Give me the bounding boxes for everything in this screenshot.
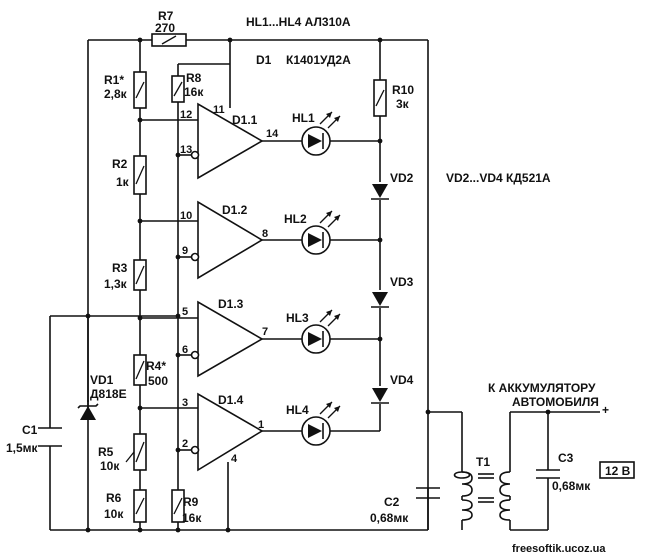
opamp-d1-2-ref: D1.2	[222, 203, 248, 217]
led-hl3: HL3	[286, 309, 341, 354]
pin-13: 13	[180, 144, 192, 156]
diode-vd3: VD3	[371, 275, 414, 308]
battery-polarity: +	[602, 403, 609, 417]
resistor-r8: R8 16к	[171, 71, 204, 103]
r9-ref: R9	[183, 495, 199, 509]
c1-ref: C1	[22, 423, 38, 437]
led-hl1: HL1	[292, 111, 341, 156]
r10-ref: R10	[392, 83, 414, 97]
vd4-ref: VD4	[390, 373, 414, 387]
diode-spec-label: VD2...VD4 КД521А	[446, 171, 551, 185]
opamp-d1-1-ref: D1.1	[232, 113, 258, 127]
hl3-ref: HL3	[286, 311, 309, 325]
transformer-t1: T1	[453, 455, 511, 521]
opamp-d1-3: D1.3 5 6 7	[182, 297, 268, 378]
r3-value: 1,3к	[104, 277, 128, 291]
pin-11: 11	[213, 104, 225, 116]
c3-value: 0,68мк	[552, 479, 591, 493]
vd3-ref: VD3	[390, 275, 414, 289]
r4-value: 500	[148, 374, 168, 388]
capacitor-c1: C1 1,5мк	[6, 423, 62, 455]
opamp-d1-3-ref: D1.3	[218, 297, 244, 311]
r8-ref: R8	[186, 71, 202, 85]
pin-5: 5	[182, 306, 188, 318]
r10-value: 3к	[396, 97, 410, 111]
r8-value: 16к	[184, 85, 204, 99]
pin-6: 6	[182, 344, 188, 356]
r6-value: 10к	[104, 507, 124, 521]
resistor-r6: R6 10к	[104, 489, 147, 523]
resistor-r10: R10 3к	[373, 79, 414, 117]
zener-vd1: VD1 Д818Е	[77, 316, 127, 420]
watermark: freesoftik.ucoz.ua	[512, 543, 606, 555]
battery-line2: АВТОМОБИЛЯ	[512, 395, 599, 409]
vd1-value: Д818Е	[90, 387, 127, 401]
vd1-ref: VD1	[90, 373, 114, 387]
junction-dots	[85, 37, 551, 533]
c1-value: 1,5мк	[6, 441, 39, 455]
resistor-r5: R5 10к	[98, 433, 147, 473]
r7-value: 270	[155, 21, 175, 35]
opamp-d1-4: D1.4 3 2 1 4	[182, 392, 264, 472]
r6-ref: R6	[106, 491, 122, 505]
pin-4: 4	[231, 453, 238, 465]
voltage-badge: 12 В	[599, 461, 635, 479]
pin-3: 3	[182, 397, 188, 409]
hl4-ref: HL4	[286, 403, 309, 417]
hl1-ref: HL1	[292, 111, 315, 125]
pin-1: 1	[258, 419, 264, 431]
pin-9: 9	[182, 245, 188, 257]
battery-line1: К АККУМУЛЯТОРУ	[488, 381, 596, 395]
capacitor-c3: C3 0,68мк	[536, 451, 591, 493]
voltage-badge-text: 12 В	[605, 464, 631, 478]
resistor-r3: R3 1,3к	[104, 259, 147, 291]
pin-2: 2	[182, 438, 188, 450]
opamp-d1-1: D1.1 12 13 14 11	[180, 102, 279, 180]
r1-value: 2,8к	[104, 87, 128, 101]
r7-ref: R7	[158, 9, 174, 23]
r5-ref: R5	[98, 445, 114, 459]
diode-vd4: VD4	[371, 373, 414, 404]
led-spec-label: HL1...HL4 АЛ310А	[246, 15, 351, 29]
pin-10: 10	[180, 210, 192, 222]
ic-spec-type: К1401УД2А	[286, 53, 351, 67]
pin-8: 8	[262, 228, 268, 240]
resistor-r9: R9 16к	[171, 489, 202, 525]
r9-value: 16к	[182, 511, 202, 525]
resistor-r2: R2 1к	[112, 155, 147, 195]
t1-ref: T1	[476, 455, 490, 469]
r5-value: 10к	[100, 459, 120, 473]
opamp-d1-4-ref: D1.4	[218, 393, 244, 407]
diode-vd2: VD2	[371, 171, 414, 200]
hl2-ref: HL2	[284, 212, 307, 226]
opamp-d1-2: D1.2 10 9 8	[180, 200, 268, 280]
ic-spec-ref: D1	[256, 53, 272, 67]
led-hl4: HL4	[286, 401, 341, 446]
led-hl2: HL2	[284, 210, 341, 255]
c2-value: 0,68мк	[370, 511, 409, 525]
c3-ref: C3	[558, 451, 574, 465]
pin-14: 14	[266, 128, 279, 140]
vd2-ref: VD2	[390, 171, 414, 185]
r4-ref: R4*	[146, 359, 166, 373]
wiring	[49, 39, 600, 531]
resistor-r7: R7 270	[151, 9, 187, 47]
pin-12: 12	[180, 109, 192, 121]
r1-ref: R1*	[104, 73, 124, 87]
capacitor-c2: C2 0,68мк	[370, 487, 440, 525]
c2-ref: C2	[384, 495, 400, 509]
r2-value: 1к	[116, 175, 130, 189]
resistor-r4: R4* 500	[133, 354, 168, 388]
pin-7: 7	[262, 326, 268, 338]
r2-ref: R2	[112, 157, 128, 171]
resistor-r1: R1* 2,8к	[104, 71, 147, 109]
r3-ref: R3	[112, 261, 128, 275]
